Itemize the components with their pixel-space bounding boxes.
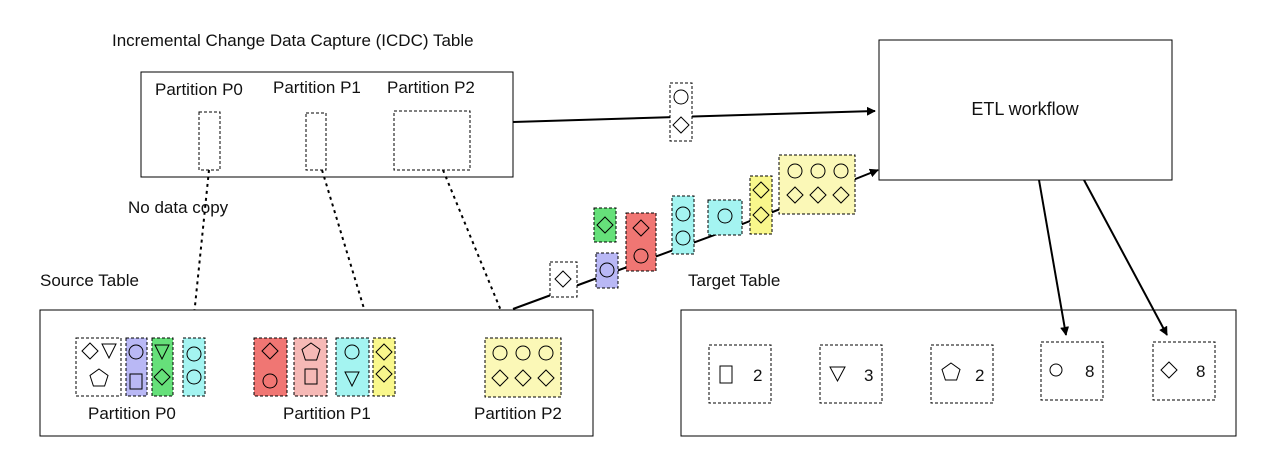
source-table-title: Source Table [40, 271, 139, 290]
diamond-icon [672, 116, 690, 134]
triangle-icon [101, 343, 117, 360]
circle-icon [599, 262, 615, 278]
rectangle-icon [304, 368, 318, 385]
circle-icon [675, 230, 691, 246]
etl-to-target-arrow [1083, 179, 1168, 336]
p2-pointer-arrow [442, 169, 513, 336]
no-data-copy-label: No data copy [128, 198, 229, 217]
circle-icon [717, 208, 733, 224]
diamond-icon [514, 369, 532, 387]
rectangle-icon [719, 365, 733, 384]
triangle-icon [344, 371, 360, 388]
diamond-icon [832, 186, 850, 204]
icdc-table-box [140, 71, 514, 178]
diamond-icon [375, 343, 393, 361]
source-record-packet [707, 199, 743, 236]
source-partition-p0-label: Partition P0 [88, 404, 176, 423]
pentagon-icon [301, 342, 321, 361]
source-record-packet [595, 252, 619, 289]
icdc-partition-p2-box [393, 110, 471, 171]
icdc-changed-records-packet [669, 82, 693, 142]
icdc-partition-p0-label: Partition P0 [155, 80, 243, 99]
circle-icon [538, 345, 554, 361]
diamond-icon [554, 270, 572, 288]
icdc-partition-p1-box [305, 112, 327, 171]
diamond-icon [153, 368, 171, 386]
pentagon-icon [89, 368, 109, 387]
diamond-icon [596, 216, 614, 234]
diamond-icon [632, 219, 650, 237]
source-record-packet [593, 207, 617, 243]
icdc-partition-p1-label: Partition P1 [273, 78, 361, 97]
target-count-box [708, 344, 772, 404]
circle-icon [673, 89, 689, 105]
circle-icon [833, 163, 849, 179]
circle-icon [186, 346, 202, 362]
source-record-block [151, 337, 174, 397]
etl-workflow-label: ETL workflow [971, 99, 1079, 119]
icdc-partition-p0-box [198, 111, 221, 171]
diamond-icon [786, 186, 804, 204]
p1-pointer-arrow [321, 169, 374, 336]
diamond-icon [261, 342, 279, 360]
icdc-table-title: Incremental Change Data Capture (ICDC) T… [112, 31, 474, 50]
target-count-box [819, 344, 883, 404]
circle-icon [675, 206, 691, 222]
target-table-title: Target Table [688, 271, 780, 290]
target-count-value: 2 [975, 366, 984, 385]
source-record-block [293, 337, 328, 397]
circle-icon [262, 373, 278, 389]
source-record-block [335, 337, 370, 397]
rectangle-icon [129, 373, 143, 390]
pentagon-icon [941, 362, 961, 381]
source-record-packet [549, 261, 578, 298]
icdc-to-etl-arrow [512, 106, 876, 123]
diamond-icon [752, 206, 770, 224]
diamond-icon [752, 181, 770, 199]
diamond-icon [1160, 361, 1178, 379]
etl-workflow-box [878, 39, 1173, 181]
target-count-value: 8 [1085, 362, 1094, 381]
source-record-block [253, 337, 288, 397]
triangle-icon [829, 366, 846, 383]
diamond-icon [809, 186, 827, 204]
source-record-packet [625, 212, 657, 272]
circle-icon [186, 369, 202, 385]
icdc-partition-p2-label: Partition P2 [387, 78, 475, 97]
source-record-packet [749, 175, 773, 235]
source-record-block [372, 337, 396, 397]
circle-icon [492, 345, 508, 361]
diamond-icon [491, 369, 509, 387]
target-count-box [930, 344, 994, 404]
target-count-value: 8 [1196, 362, 1205, 381]
source-partition-p2-label: Partition P2 [474, 404, 562, 423]
diamond-icon [375, 365, 393, 383]
circle-icon [515, 345, 531, 361]
circle-icon [810, 163, 826, 179]
target-count-box [1152, 341, 1216, 401]
etl-to-target-arrow [1038, 179, 1070, 336]
source-record-block [484, 337, 562, 398]
circle-icon [633, 248, 649, 264]
circle-icon [1049, 363, 1063, 377]
source-record-block [125, 337, 148, 397]
diamond-icon [81, 342, 99, 360]
source-partition-p1-label: Partition P1 [283, 404, 371, 423]
circle-icon [344, 344, 360, 360]
circle-icon [128, 344, 144, 360]
target-count-value: 3 [864, 366, 873, 385]
target-count-value: 2 [753, 366, 762, 385]
target-count-box [1040, 341, 1104, 401]
triangle-icon [154, 344, 170, 361]
diamond-icon [537, 369, 555, 387]
circle-icon [787, 163, 803, 179]
